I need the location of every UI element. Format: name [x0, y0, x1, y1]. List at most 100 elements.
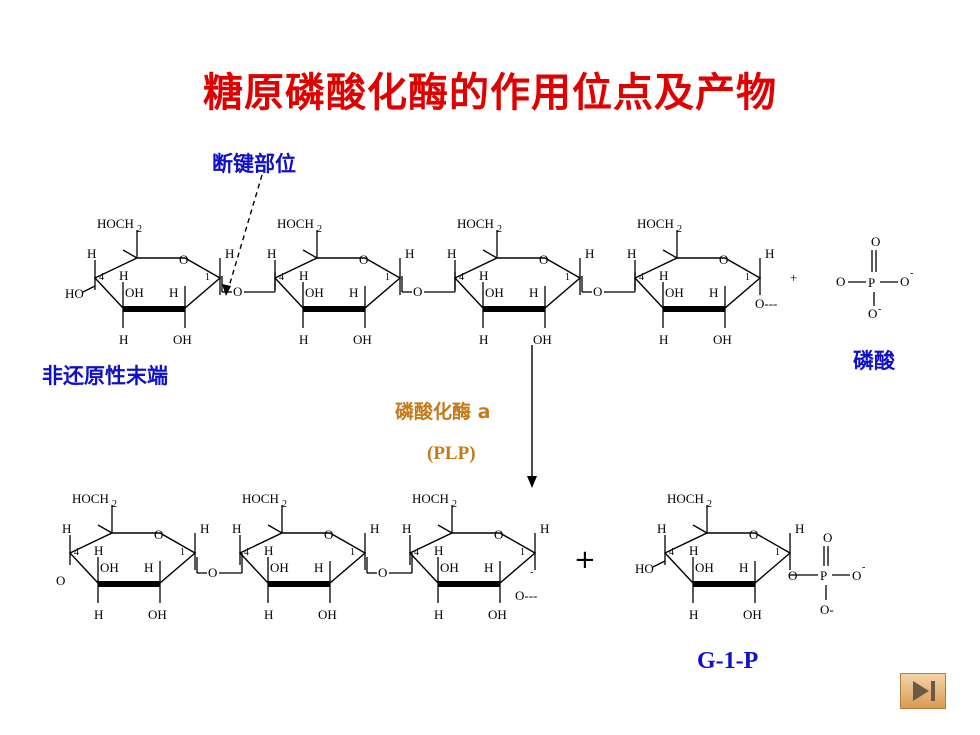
- oh-label: OH: [353, 332, 372, 347]
- hoch2-label: HOCH: [412, 491, 449, 506]
- cleavage-site-label: 断键部位: [212, 152, 296, 176]
- ring-front-edge: [98, 581, 160, 587]
- subscript-label: 2: [452, 499, 457, 510]
- ring-outline: [663, 532, 792, 584]
- h-label: H: [200, 521, 209, 536]
- bridge-oxygen-label: O: [208, 565, 217, 580]
- hoch2-label: HOCH: [457, 216, 494, 231]
- subscript-label: 2: [137, 224, 142, 235]
- p-label: P: [820, 568, 827, 583]
- h-label: H: [299, 332, 308, 347]
- ring-front-edge: [663, 306, 725, 312]
- ring-front-edge: [268, 581, 330, 587]
- o-label: O: [871, 234, 880, 249]
- o-label: O: [788, 568, 797, 583]
- ring-outline: [453, 257, 582, 309]
- carbon-number-label: 1: [205, 272, 210, 283]
- h-label: H: [529, 285, 538, 300]
- oh-label: OH: [100, 560, 119, 575]
- carbon-number-label: 1: [520, 547, 525, 558]
- h-label: H: [299, 268, 308, 283]
- h-label: H: [94, 543, 103, 558]
- minus-label: -: [862, 562, 865, 573]
- o-label: O: [56, 573, 65, 588]
- oh-label: OH: [270, 560, 289, 575]
- ring-front-edge: [303, 306, 365, 312]
- h-label: H: [314, 560, 323, 575]
- o-label: O: [868, 306, 877, 321]
- hoch2-label: HOCH: [72, 491, 109, 506]
- chain-continuation-label: O---: [755, 296, 777, 311]
- bridge-oxygen-label: O: [378, 565, 387, 580]
- enzyme-label: 磷酸化酶 a: [395, 401, 491, 423]
- h-label: H: [709, 285, 718, 300]
- oh-label: OH: [488, 607, 507, 622]
- h-label: H: [484, 560, 493, 575]
- ring-oxygen-label: O: [359, 252, 368, 267]
- ring-oxygen-label: O: [749, 527, 758, 542]
- h-label: H: [405, 246, 414, 261]
- hoch2-label: HOCH: [277, 216, 314, 231]
- h-label: H: [657, 521, 666, 536]
- page-title: 糖原磷酸化酶的作用位点及产物: [203, 70, 777, 116]
- h-label: H: [689, 543, 698, 558]
- oh-label: OH: [713, 332, 732, 347]
- oh-label: OH: [173, 332, 192, 347]
- subscript-label: 2: [112, 499, 117, 510]
- glycosidic-bond: O: [196, 553, 243, 580]
- carbon-number-label: 4: [279, 272, 284, 283]
- o-label: O: [900, 274, 909, 289]
- o-label: O: [836, 274, 845, 289]
- ring-outline: [408, 532, 537, 584]
- h-label: H: [659, 332, 668, 347]
- glycosidic-bond: O: [221, 272, 276, 299]
- carbon-number-label: 4: [99, 272, 104, 283]
- carbon-number-label: 1: [565, 272, 570, 283]
- ring-front-edge: [693, 581, 755, 587]
- hoch2-label: HOCH: [667, 491, 704, 506]
- h-label: H: [479, 268, 488, 283]
- h-label: H: [585, 246, 594, 261]
- ring-outline: [68, 532, 197, 584]
- bond-line: [302, 249, 318, 259]
- hoch2-label: HOCH: [97, 216, 134, 231]
- glycosidic-bond: O: [581, 272, 636, 299]
- cleavage-pointer-line: [227, 174, 263, 291]
- h-label: H: [267, 246, 276, 261]
- next-slide-button[interactable]: [900, 673, 946, 709]
- carbon-number-label: 1: [350, 547, 355, 558]
- oh-label: OH: [743, 607, 762, 622]
- subscript-label: 2: [677, 224, 682, 235]
- h-label: H: [739, 560, 748, 575]
- glycosidic-bond: O: [366, 553, 413, 580]
- h-label: H: [144, 560, 153, 575]
- plus-sign: +: [574, 545, 596, 575]
- h-label: H: [627, 246, 636, 261]
- ho-label: HO: [65, 286, 84, 301]
- h-label: H: [659, 268, 668, 283]
- h-label: H: [264, 543, 273, 558]
- chain-continuation-label: O---: [515, 588, 537, 603]
- h-label: H: [434, 543, 443, 558]
- oh-label: OH: [125, 285, 144, 300]
- bond-line: [97, 524, 113, 534]
- minus-label: -: [910, 268, 913, 279]
- bond-line: [482, 249, 498, 259]
- ring-outline: [273, 257, 402, 309]
- subscript-label: 2: [497, 224, 502, 235]
- ring-front-edge: [438, 581, 500, 587]
- p-label: P: [868, 275, 875, 290]
- carbon-number-label: 4: [639, 272, 644, 283]
- subscript-label: 2: [282, 499, 287, 510]
- plus-small-label: +: [790, 270, 797, 285]
- bond-line: [662, 249, 678, 259]
